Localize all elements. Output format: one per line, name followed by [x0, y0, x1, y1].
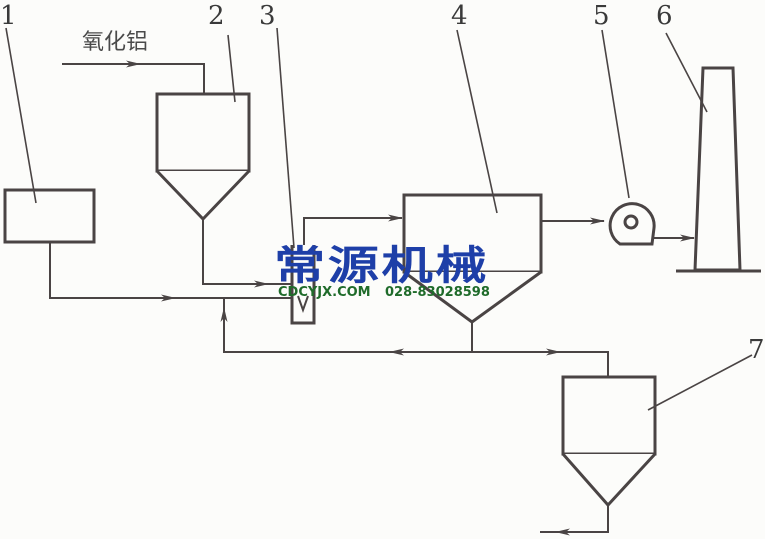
watermark: 常源机械 CDCYJX.COM 028-83028598	[274, 243, 490, 300]
flow-4-to-7	[472, 348, 609, 377]
label-7: 7	[748, 335, 765, 365]
watermark-title: 常源机械	[274, 243, 489, 289]
component-3-reactor	[290, 245, 316, 325]
feed-label: 氧化铝	[82, 30, 148, 55]
component-5-fan	[608, 202, 656, 246]
label-1: 1	[0, 1, 17, 31]
flow-2-to-3	[202, 219, 293, 288]
component-4-hopper	[402, 193, 543, 324]
watermark-site: CDCYJX.COM	[278, 285, 371, 300]
feed-line	[62, 60, 205, 94]
watermark-phone: 028-83028598	[385, 285, 490, 300]
label-6: 6	[656, 1, 673, 31]
flow-3-to-4	[303, 214, 403, 245]
label-2: 2	[208, 1, 225, 31]
component-6-chimney	[676, 66, 761, 273]
leader-lines	[5, 27, 753, 411]
label-4: 4	[451, 1, 468, 31]
flow-4-recycle	[220, 298, 473, 356]
component-7-hopper	[561, 375, 657, 508]
component-1-box	[3, 188, 96, 244]
flow-1-to-3	[49, 242, 293, 302]
label-5: 5	[593, 1, 610, 31]
component-2-hopper	[155, 92, 251, 222]
label-3: 3	[259, 1, 276, 31]
flow-7-out	[540, 505, 609, 536]
